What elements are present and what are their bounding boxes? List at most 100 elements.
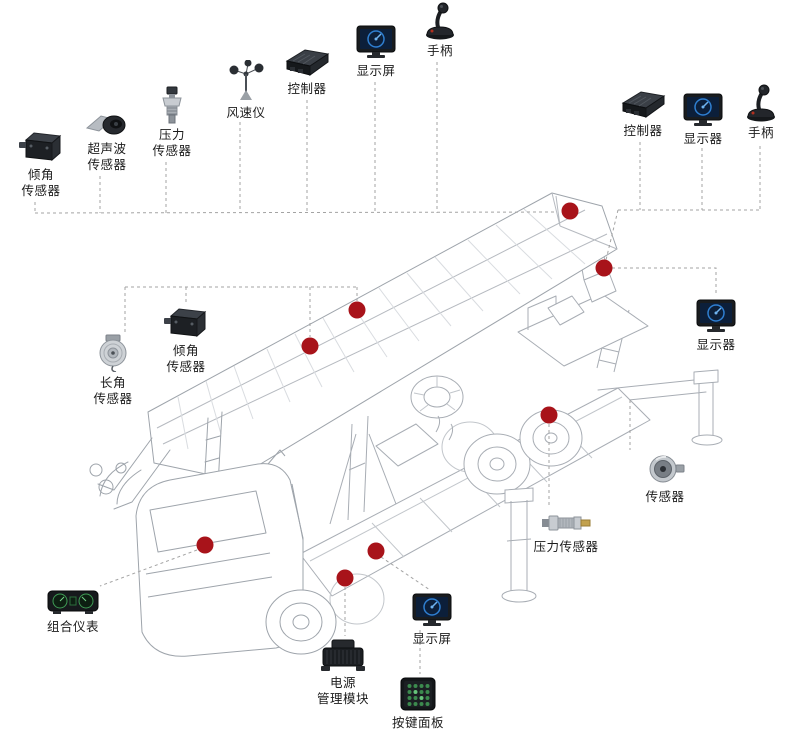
component-sensor-right: 传感器 — [635, 452, 695, 505]
joystick-icon — [423, 2, 457, 40]
hotspot-dot — [348, 301, 366, 319]
rear-wheels — [410, 375, 583, 495]
component-display-monitor-upper-right: 显示器 — [673, 92, 733, 147]
label-line: 控制器 — [287, 81, 327, 96]
connector-line — [605, 209, 619, 261]
component-tilt-sensor-upper-left: 倾角传感器 — [10, 130, 72, 199]
component-label: 显示屏 — [356, 63, 395, 79]
boom — [147, 192, 618, 481]
pressure-sensor-icon — [159, 86, 185, 124]
truck-cab — [135, 449, 385, 657]
component-display-screen-bottom: 显示屏 — [402, 592, 462, 647]
component-label: 显示器 — [696, 337, 735, 353]
label-line: 超声波 — [87, 141, 127, 156]
hotspot-dot — [561, 202, 579, 220]
component-display-monitor-right: 显示器 — [686, 298, 746, 353]
label-line: 倾角 — [27, 167, 54, 182]
component-label: 电源管理模块 — [317, 675, 369, 707]
display-screen-icon — [355, 24, 397, 60]
component-display-screen-upper: 显示屏 — [346, 24, 406, 79]
controller-icon — [620, 88, 666, 120]
ultrasonic-sensor-icon — [85, 108, 129, 138]
component-label: 按键面板 — [392, 715, 444, 731]
display-screen-icon — [411, 592, 453, 628]
component-label: 控制器 — [623, 123, 662, 139]
component-pressure-sensor-right: 压力传感器 — [528, 510, 604, 555]
instrument-cluster-icon — [47, 586, 99, 616]
component-controller-upper-right: 控制器 — [613, 88, 673, 139]
component-tilt-sensor-left: 倾角传感器 — [154, 306, 218, 375]
label-line: 传感器 — [166, 359, 206, 374]
component-label: 倾角传感器 — [21, 167, 60, 199]
label-line: 倾角 — [172, 343, 199, 358]
component-keypad-panel: 按键面板 — [386, 676, 450, 731]
pressure-sensor-h-icon — [540, 510, 592, 536]
tilt-sensor-icon — [163, 306, 209, 340]
component-label: 手柄 — [427, 43, 453, 59]
component-joystick-upper-right: 手柄 — [731, 84, 791, 141]
label-line: 组合仪表 — [46, 619, 99, 634]
label-line: 压力 — [158, 127, 185, 142]
component-anemometer: 风速仪 — [216, 59, 276, 121]
power-module-icon — [320, 638, 366, 672]
tilt-sensor-icon — [18, 130, 64, 164]
component-power-management-module: 电源管理模块 — [310, 638, 376, 707]
label-line: 显示器 — [696, 337, 736, 352]
outrigger-right — [597, 369, 723, 446]
joystick-icon — [744, 84, 778, 122]
label-line: 传感器 — [21, 183, 61, 198]
hotspot-dot — [301, 337, 319, 355]
label-line: 电源 — [329, 675, 356, 690]
label-line: 控制器 — [623, 123, 663, 138]
hotspot-dot — [196, 536, 214, 554]
component-ultrasonic-sensor: 超声波传感器 — [76, 108, 138, 173]
label-line: 按键面板 — [391, 715, 444, 730]
label-line: 显示器 — [683, 131, 723, 146]
component-joystick-upper: 手柄 — [410, 2, 470, 59]
component-label: 压力传感器 — [152, 127, 191, 159]
hotspot-dot — [336, 569, 354, 587]
component-angle-sensor: 长角传感器 — [82, 334, 144, 407]
component-label: 显示屏 — [412, 631, 451, 647]
component-label: 超声波传感器 — [87, 141, 126, 173]
component-label: 显示器 — [683, 131, 722, 147]
component-controller-upper-left: 控制器 — [277, 46, 337, 97]
hotspot-dot — [540, 406, 558, 424]
controller-icon — [284, 46, 330, 78]
component-label: 传感器 — [645, 489, 684, 505]
component-label: 风速仪 — [226, 105, 265, 121]
label-line: 显示屏 — [356, 63, 396, 78]
label-line: 长角 — [99, 375, 126, 390]
mid-support-mechanism — [329, 415, 454, 525]
component-label: 控制器 — [287, 81, 326, 97]
component-label: 倾角传感器 — [166, 343, 205, 375]
component-label: 组合仪表 — [47, 619, 99, 635]
component-label: 手柄 — [748, 125, 774, 141]
label-line: 传感器 — [152, 143, 192, 158]
label-line: 风速仪 — [226, 105, 266, 120]
component-label: 压力传感器 — [533, 539, 598, 555]
label-line: 传感器 — [645, 489, 685, 504]
boom-head — [89, 411, 223, 510]
component-label: 长角传感器 — [93, 375, 132, 407]
connector-line — [380, 556, 431, 591]
angle-sensor-icon — [93, 334, 133, 373]
connector-line — [612, 267, 717, 296]
label-line: 压力传感器 — [533, 539, 599, 554]
component-instrument-cluster: 组合仪表 — [38, 586, 108, 635]
label-line: 传感器 — [93, 391, 133, 406]
keypad-panel-icon — [398, 676, 438, 712]
anemometer-icon — [226, 59, 266, 102]
sensor-round-icon — [644, 452, 686, 486]
outrigger-center — [501, 487, 537, 603]
hotspot-dot — [595, 259, 613, 277]
hotspot-dot — [367, 542, 385, 560]
label-line: 显示屏 — [412, 631, 452, 646]
label-line: 手柄 — [426, 43, 453, 58]
label-line: 传感器 — [87, 157, 127, 172]
label-line: 手柄 — [747, 125, 774, 140]
